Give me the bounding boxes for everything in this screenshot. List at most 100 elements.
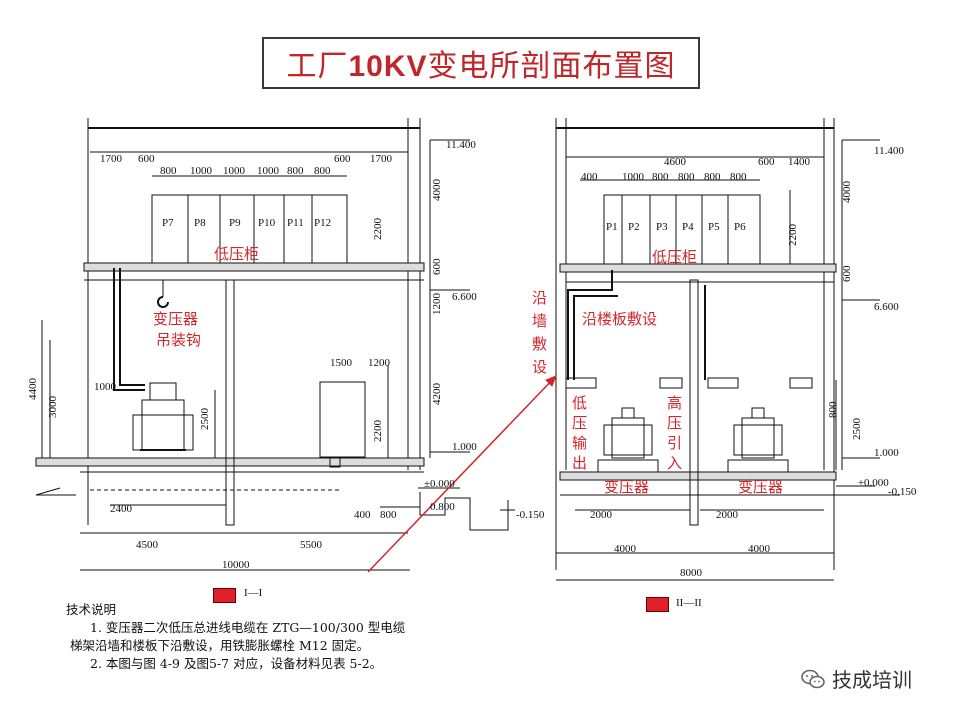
wall-label-1: 沿	[532, 289, 547, 307]
notes-heading: 技术说明	[66, 602, 117, 617]
section2-marker	[646, 597, 669, 612]
hv-in-1: 高	[667, 394, 682, 412]
transformer-label-1: 变压器	[604, 478, 649, 496]
cabinet-p8: P8	[194, 217, 206, 229]
cabdim2-1: 1000	[622, 171, 645, 183]
dim-1200-h: 1200	[368, 357, 391, 369]
cabinet-p7: P7	[162, 217, 174, 229]
dim-4400: 4400	[27, 378, 39, 401]
page-title: 工厂10KV变电所剖面布置图	[286, 41, 675, 85]
lv-out-4: 出	[572, 454, 587, 472]
elev-0000: ±0.000	[424, 478, 455, 490]
notes-line3: 2. 本图与图 4-9 及图5-7 对应，设备材料见表 5-2。	[90, 656, 383, 671]
lv-out-2: 压	[572, 414, 587, 432]
cabdim-5: 800	[314, 165, 331, 177]
elev-6600: 6.600	[452, 291, 477, 303]
dim-800: 800	[380, 509, 397, 521]
leader-arrow	[367, 375, 557, 573]
elev-1000: 1.000	[452, 441, 477, 453]
elev2-1000: 1.000	[874, 447, 899, 459]
dim-600-right: 600	[334, 153, 351, 165]
dim-3000: 3000	[47, 396, 59, 419]
dim-1000: 1000	[94, 381, 117, 393]
cabinet-p10: P10	[258, 217, 276, 229]
cabinet-p11: P11	[287, 217, 304, 229]
notes-line1: 1. 变压器二次低压总进线电缆在 ZTG—100/300 型电缆	[90, 620, 406, 635]
title-box: 工厂10KV变电所剖面布置图	[262, 37, 700, 89]
wechat-icon	[801, 669, 825, 688]
dim2-2000-b: 2000	[716, 509, 739, 521]
hv-in-4: 入	[667, 454, 682, 472]
dim-10000: 10000	[222, 559, 250, 571]
section1-label: I—I	[244, 587, 263, 599]
lv-out-3: 输	[572, 434, 587, 452]
section1-marker	[213, 588, 236, 603]
wall-label-3: 敷	[532, 335, 547, 353]
dim-4600: 4600	[664, 156, 687, 168]
dim-2200-bot: 2200	[372, 420, 384, 443]
cabdim2-5: 800	[730, 171, 747, 183]
dim-600-r2: 600	[758, 156, 775, 168]
dim-2200-top: 2200	[372, 218, 384, 241]
cabdim2-0: 400	[581, 171, 598, 183]
dim2-4000-a: 4000	[614, 543, 637, 555]
cabdim-4: 800	[287, 165, 304, 177]
notes-line2: 梯架沿墙和楼板下沿敷设，用铁膨胀螺栓 M12 固定。	[70, 638, 370, 653]
elev2-11400: 11.400	[874, 145, 904, 157]
hook-label-1: 变压器	[153, 310, 198, 328]
cabdim-1: 1000	[190, 165, 213, 177]
elev-neg0150: -0.150	[516, 509, 545, 521]
dim-4200: 4200	[431, 383, 443, 406]
section1-dims: 1700 600 600 1700 800 1000 1000 1000 800…	[27, 139, 545, 599]
dim2-2000-a: 2000	[590, 509, 613, 521]
dim-4500: 4500	[136, 539, 159, 551]
elev-11400: 11.400	[446, 139, 476, 151]
section1-structure	[35, 118, 900, 581]
dim-1400: 1400	[788, 156, 811, 168]
elev2-neg0150: -0.150	[888, 486, 917, 498]
dim2-600: 600	[841, 265, 853, 282]
watermark: 技成培训	[800, 664, 912, 693]
lv-out-1: 低	[572, 394, 587, 412]
hv-in-3: 引	[667, 434, 682, 452]
title-suffix: 变电所剖面布置图	[427, 49, 676, 84]
dim-400: 400	[354, 509, 371, 521]
dim-2400: 2400	[110, 503, 133, 515]
cabinet-p2: P2	[628, 221, 640, 233]
dim2-8000: 8000	[680, 567, 703, 579]
dim2-2500: 2500	[851, 418, 863, 441]
dim-600-left: 600	[138, 153, 155, 165]
dim2-800: 800	[827, 401, 839, 418]
cabdim2-2: 800	[652, 171, 669, 183]
cabinet-p12: P12	[314, 217, 331, 229]
dim-1200: 1200	[431, 293, 443, 316]
cabinet-p3: P3	[656, 221, 668, 233]
title-prefix: 工厂	[286, 49, 349, 84]
cabinet-p9: P9	[229, 217, 241, 229]
wall-label-2: 墙	[532, 312, 547, 330]
dim-1700-right: 1700	[370, 153, 393, 165]
hook-label-2: 吊装钩	[156, 331, 201, 349]
lv-cabinet-label-2: 低压柜	[652, 248, 697, 266]
dim2-4000: 4000	[841, 181, 853, 204]
transformer-label-2: 变压器	[738, 478, 783, 496]
lv-cabinet-label-1: 低压柜	[214, 245, 259, 263]
elev-0800: 0.800	[430, 501, 455, 513]
dim2-2200: 2200	[787, 224, 799, 247]
elev2-6600: 6.600	[874, 301, 899, 313]
dim-1700-left: 1700	[100, 153, 123, 165]
technical-notes: 技术说明 1. 变压器二次低压总进线电缆在 ZTG—100/300 型电缆 梯架…	[66, 601, 490, 673]
dim-600-v: 600	[431, 258, 443, 275]
section2-label: II—II	[676, 597, 702, 609]
dim2-4000-b: 4000	[748, 543, 771, 555]
cabdim2-3: 800	[678, 171, 695, 183]
cabinet-p1: P1	[606, 221, 618, 233]
dim-5500: 5500	[300, 539, 323, 551]
dim-1500: 1500	[330, 357, 353, 369]
cabdim-0: 800	[160, 165, 177, 177]
cabdim-3: 1000	[257, 165, 280, 177]
cabdim-2: 1000	[223, 165, 246, 177]
elev2-0000: ±0.000	[858, 477, 889, 489]
cabinet-p5: P5	[708, 221, 720, 233]
